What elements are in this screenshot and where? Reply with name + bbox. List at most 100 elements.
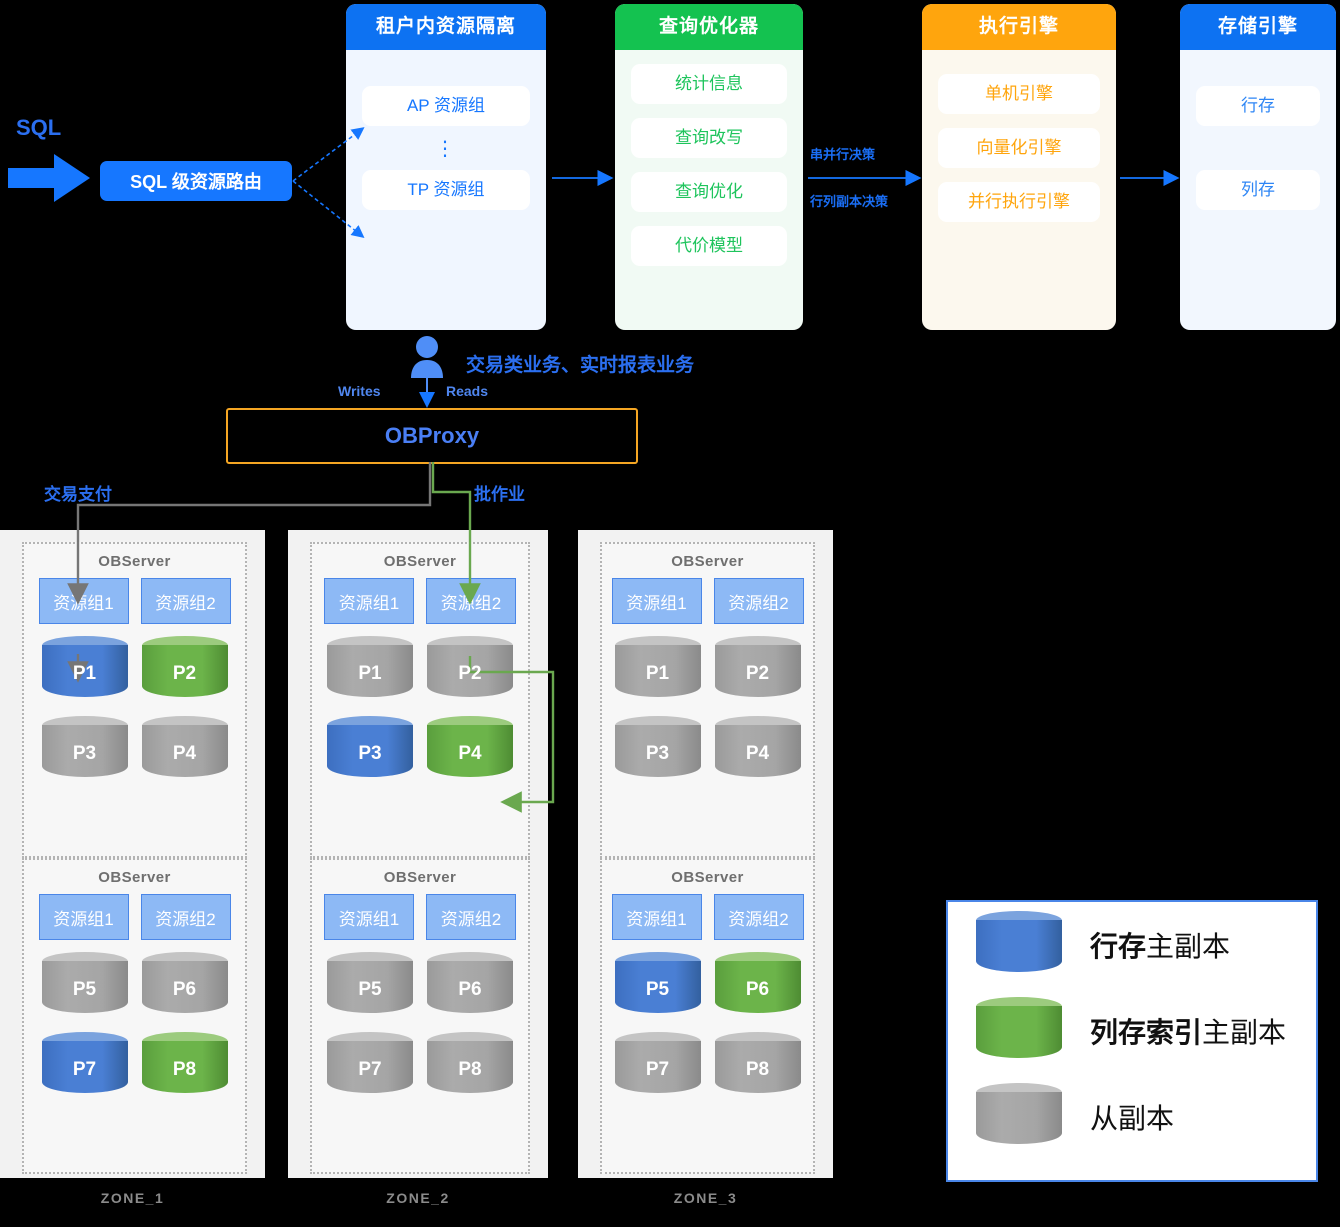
partition-cylinder[interactable] [976,1083,1062,1151]
resource-group-2[interactable]: 资源组2 [426,578,516,624]
partition-label [976,997,1062,1065]
partition-label: P3 [645,743,670,764]
observer-title: OBServer [383,869,457,886]
partition-cylinder[interactable]: P5 [41,952,128,1020]
legend-row: 从副本 [948,1074,1316,1160]
label-serial-parallel-decision: 串并行决策 [810,147,876,162]
partition-cylinder[interactable]: P3 [614,716,701,784]
partition-cylinder[interactable]: P7 [614,1032,701,1100]
resource-group-1[interactable]: 资源组1 [324,578,414,624]
cylinder-body [976,1092,1062,1144]
pill-statistics[interactable]: 统计信息 [631,64,787,104]
resource-group-1[interactable]: 资源组1 [611,578,702,624]
card-query-optimizer[interactable]: 查询优化器 统计信息 查询改写 查询优化 代价模型 [615,4,803,330]
pill-column-store[interactable]: 列存 [1196,170,1320,210]
partition-label: P4 [745,743,770,764]
resource-group-1[interactable]: 资源组1 [38,578,129,624]
partition-label: P5 [72,979,97,1000]
pill-vectorized-engine[interactable]: 向量化引擎 [938,128,1100,168]
card-execution-engine[interactable]: 执行引擎 单机引擎 向量化引擎 并行执行引擎 [922,4,1116,330]
sql-resource-router-box[interactable]: SQL 级资源路由 [100,161,292,201]
observer-title: OBServer [671,869,744,886]
zone-label: ZONE_1 [100,1190,165,1206]
partition-cylinder[interactable]: P2 [427,636,513,704]
partition-cylinder[interactable]: P7 [327,1032,413,1100]
partition-label: P5 [645,979,670,1000]
partition-label: P8 [172,1059,197,1080]
cylinder-body [714,725,801,777]
legend-label: 列存索引主副本 [1090,1017,1287,1048]
sql-resource-router-label: SQL 级资源路由 [130,172,262,192]
resource-group-2[interactable]: 资源组2 [713,894,804,940]
observer-title: OBServer [671,553,744,570]
partition-cylinder[interactable]: P4 [427,716,513,784]
partition-cylinder[interactable]: P8 [141,1032,228,1100]
partition-cylinder[interactable]: P1 [327,636,413,704]
cylinder-body [141,1041,228,1093]
partition-cylinder[interactable]: P4 [141,716,228,784]
partition-cylinder[interactable]: P7 [41,1032,128,1100]
partition-cylinder[interactable] [976,911,1062,979]
cylinder-body [614,961,701,1013]
partition-label: P4 [458,743,482,764]
resource-group-2[interactable]: 资源组2 [140,578,231,624]
cylinder-body [327,645,413,697]
resource-group-2[interactable]: 资源组2 [140,894,231,940]
pill-query-optimization[interactable]: 查询优化 [631,172,787,212]
partition-cylinder[interactable]: P6 [427,952,513,1020]
partition-cylinder[interactable]: P2 [714,636,801,704]
partition-label: P6 [745,979,770,1000]
resource-group-1[interactable]: 资源组1 [324,894,414,940]
partition-label: P2 [745,663,770,684]
partition-label: P2 [458,663,482,684]
partition-label: P6 [172,979,197,1000]
pill-parallel-execution-engine[interactable]: 并行执行引擎 [938,182,1100,222]
cylinder-body [714,645,801,697]
resource-group-2[interactable]: 资源组2 [713,578,804,624]
card-query-optimizer-title: 查询优化器 [615,4,803,50]
partition-label: P6 [458,979,482,1000]
partition-cylinder[interactable]: P3 [41,716,128,784]
obproxy-label: OBProxy [384,423,480,448]
partition-cylinder[interactable]: P4 [714,716,801,784]
pill-ap-resource-group[interactable]: AP 资源组 [362,86,530,126]
partition-cylinder[interactable]: P5 [327,952,413,1020]
pill-standalone-engine[interactable]: 单机引擎 [938,74,1100,114]
legend-row: 列存索引主副本 [948,988,1316,1074]
partition-cylinder[interactable]: P5 [614,952,701,1020]
card-tenant-resource-isolation[interactable]: 租户内资源隔离 AP 资源组 ⋮ TP 资源组 [346,4,546,330]
partition-cylinder[interactable]: P1 [41,636,128,704]
pill-row-store[interactable]: 行存 [1196,86,1320,126]
cylinder-body [614,1041,701,1093]
pill-cost-model[interactable]: 代价模型 [631,226,787,266]
cylinder-body [41,1041,128,1093]
partition-cylinder[interactable]: P3 [327,716,413,784]
resource-group-1[interactable]: 资源组1 [38,894,129,940]
pill-query-rewrite[interactable]: 查询改写 [631,118,787,158]
partition-label: P3 [72,743,97,764]
obproxy-box[interactable]: OBProxy [226,408,638,464]
partition-cylinder[interactable] [976,997,1062,1065]
cylinder-body [141,725,228,777]
pill-tp-resource-group[interactable]: TP 资源组 [362,170,530,210]
partition-label: P1 [645,663,670,684]
user-icon [411,336,443,378]
card-tenant-title: 租户内资源隔离 [346,4,546,50]
resource-group-1[interactable]: 资源组1 [611,894,702,940]
tenant-ellipsis: ⋮ [435,138,457,160]
partition-cylinder[interactable]: P6 [141,952,228,1020]
partition-cylinder[interactable]: P8 [427,1032,513,1100]
card-storage-engine[interactable]: 存储引擎 行存 列存 [1180,4,1336,330]
partition-cylinder[interactable]: P2 [141,636,228,704]
partition-cylinder[interactable]: P8 [714,1032,801,1100]
partition-cylinder[interactable]: P1 [614,636,701,704]
resource-group-2[interactable]: 资源组2 [426,894,516,940]
partition-cylinder[interactable]: P6 [714,952,801,1020]
